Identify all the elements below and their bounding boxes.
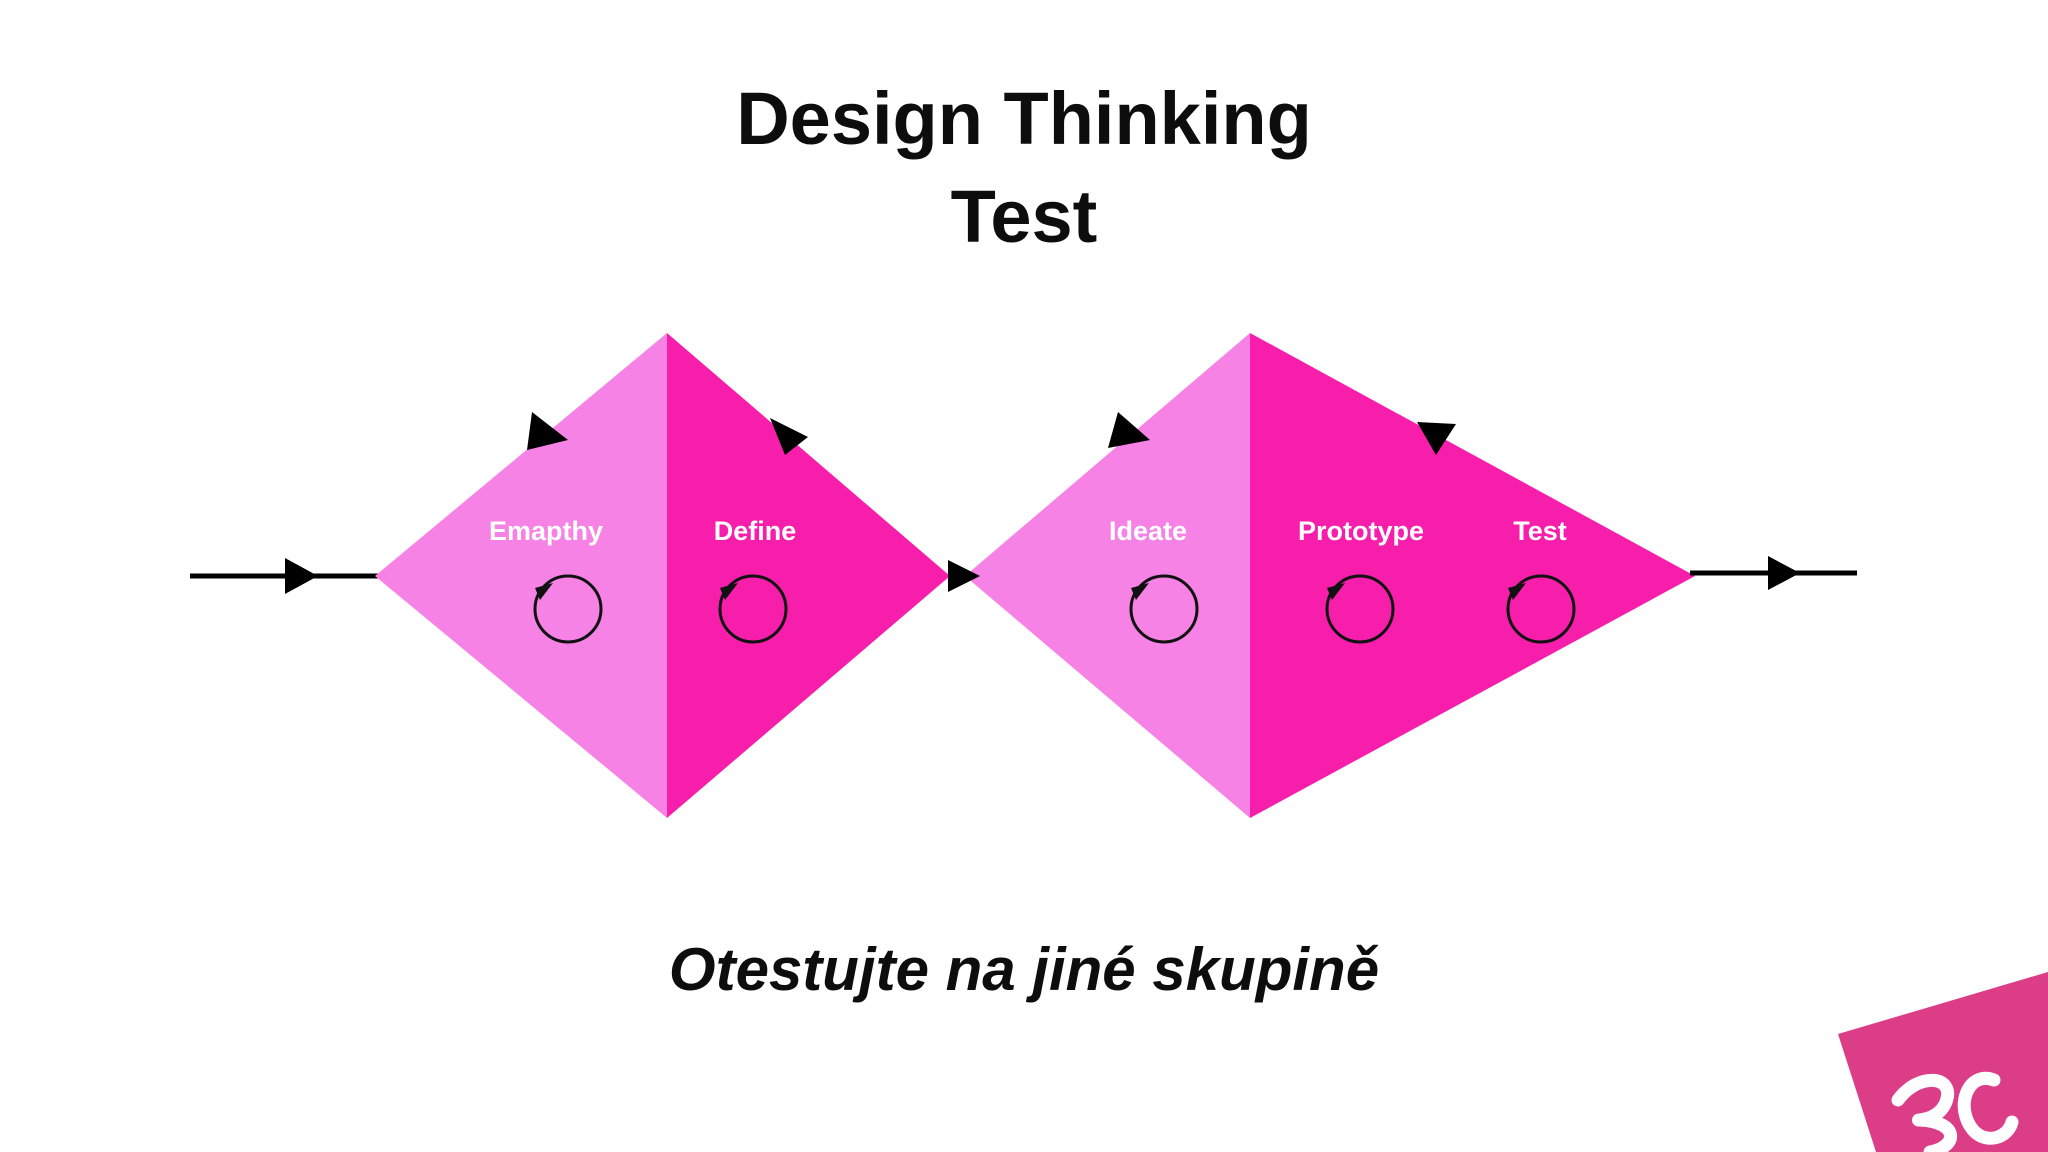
entry-arrow-icon bbox=[285, 558, 318, 594]
cycle-icon bbox=[1325, 574, 1395, 644]
title-line-2: Test bbox=[950, 175, 1098, 258]
phase-label-define: Define bbox=[714, 516, 797, 546]
phase-label-test: Test bbox=[1513, 516, 1567, 546]
page-title: Design Thinking Test bbox=[0, 70, 2048, 266]
title-line-1: Design Thinking bbox=[736, 77, 1312, 160]
diamond-2-left-half bbox=[965, 333, 1250, 818]
diamond-1-left-half bbox=[375, 333, 667, 818]
cycle-icon bbox=[1129, 574, 1199, 644]
connector-arrow-icon bbox=[948, 560, 980, 592]
cycle-icon bbox=[1506, 574, 1576, 644]
arrow-icon-ideate bbox=[1108, 412, 1150, 448]
diamond-2-right-half bbox=[1250, 333, 1695, 818]
phase-label-ideate: Ideate bbox=[1109, 516, 1187, 546]
logo-mark bbox=[1838, 972, 2048, 1152]
arrow-icon-empathy bbox=[527, 412, 568, 450]
arrow-icon-define bbox=[770, 418, 808, 455]
cycle-icon bbox=[533, 574, 603, 644]
phase-label-empathy: Emapthy bbox=[489, 516, 603, 546]
arrow-icon-prototype bbox=[1417, 422, 1456, 455]
subtitle: Otestujte na jiné skupině bbox=[668, 936, 1380, 1003]
exit-arrow-icon bbox=[1768, 556, 1800, 590]
diamond-1-right-half bbox=[667, 333, 950, 818]
cycle-icon bbox=[718, 574, 788, 644]
phase-label-prototype: Prototype bbox=[1298, 516, 1424, 546]
